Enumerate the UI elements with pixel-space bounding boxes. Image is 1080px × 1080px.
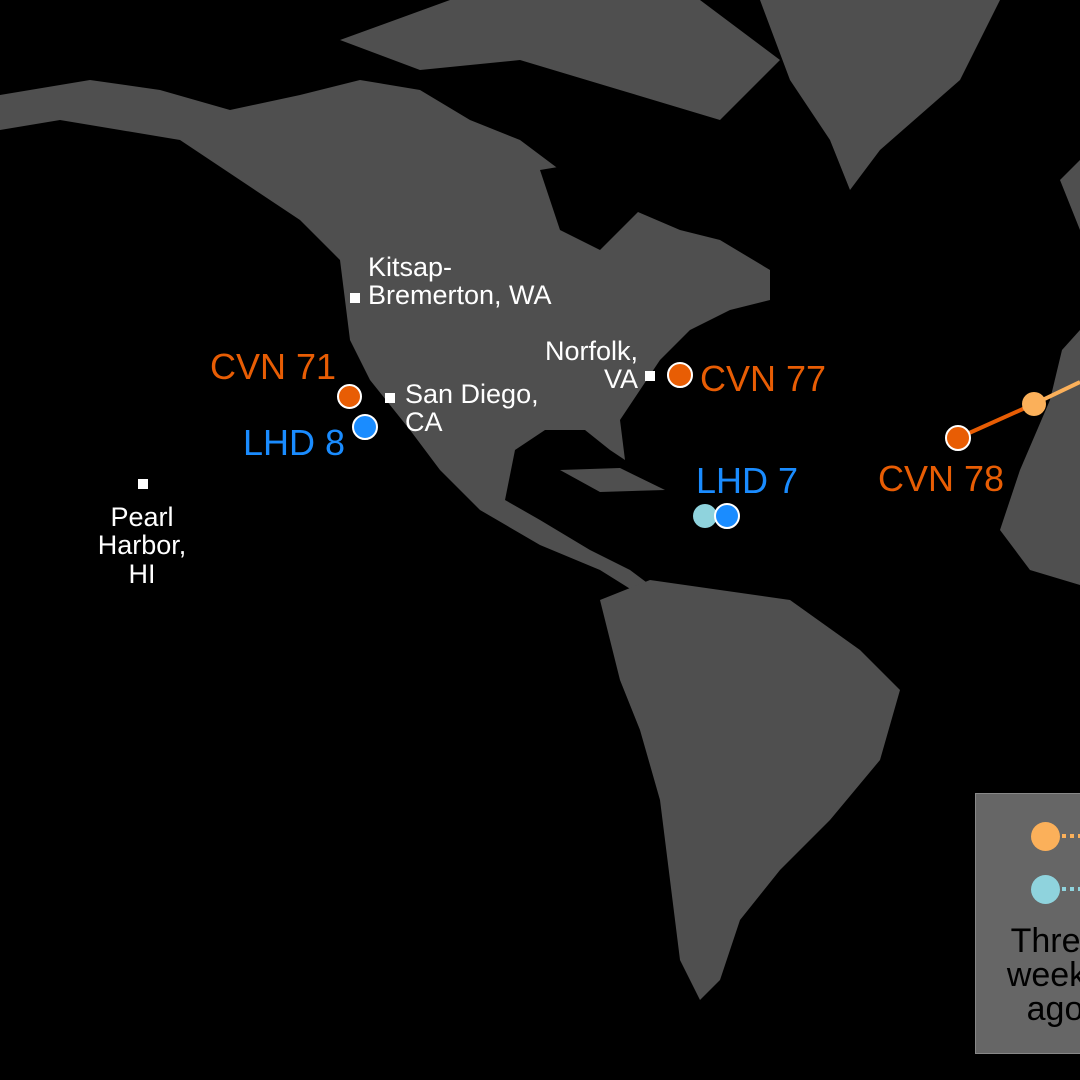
cuba <box>560 468 665 492</box>
ship-label-cvn77: CVN 77 <box>700 358 827 399</box>
legend-carrier-past-icon <box>1031 822 1060 851</box>
arctic-islands <box>340 0 780 120</box>
europe-africa <box>1000 330 1080 585</box>
ship-marker-lhd7[interactable] <box>714 503 740 529</box>
port-marker-pearl-harbor <box>138 479 148 489</box>
port-marker-norfolk <box>645 371 655 381</box>
ship-label-lhd7: LHD 7 <box>696 460 799 501</box>
legend: Three weeks ago <box>975 793 1080 1054</box>
legend-amphib-past-icon <box>1031 875 1060 904</box>
ship-past-marker-cvn78 <box>1022 392 1046 416</box>
legend-text: Three weeks ago <box>1006 922 1080 1028</box>
ship-label-lhd8: LHD 8 <box>243 422 346 463</box>
ship-marker-lhd8[interactable] <box>352 414 378 440</box>
ship-past-marker-lhd7 <box>693 504 717 528</box>
hudson-bay <box>540 160 640 250</box>
port-label-norfolk: Norfolk, VA <box>544 336 638 395</box>
ship-marker-cvn78[interactable] <box>945 425 971 451</box>
port-label-kitsap: Kitsap- Bremerton, WA <box>368 252 552 311</box>
iceland-europe <box>1060 160 1080 230</box>
cvn78-track <box>957 402 1035 440</box>
port-marker-kitsap <box>350 293 360 303</box>
port-marker-san-diego <box>385 393 395 403</box>
south-america <box>600 580 900 1000</box>
ship-label-cvn71: CVN 71 <box>210 346 337 387</box>
ship-marker-cvn77[interactable] <box>667 362 693 388</box>
greenland <box>760 0 1000 190</box>
port-label-san-diego: San Diego, CA <box>405 379 539 438</box>
port-label-pearl-harbor: Pearl Harbor, HI <box>97 502 187 589</box>
ship-marker-cvn71[interactable] <box>337 384 362 409</box>
ship-label-cvn78: CVN 78 <box>878 458 1005 499</box>
